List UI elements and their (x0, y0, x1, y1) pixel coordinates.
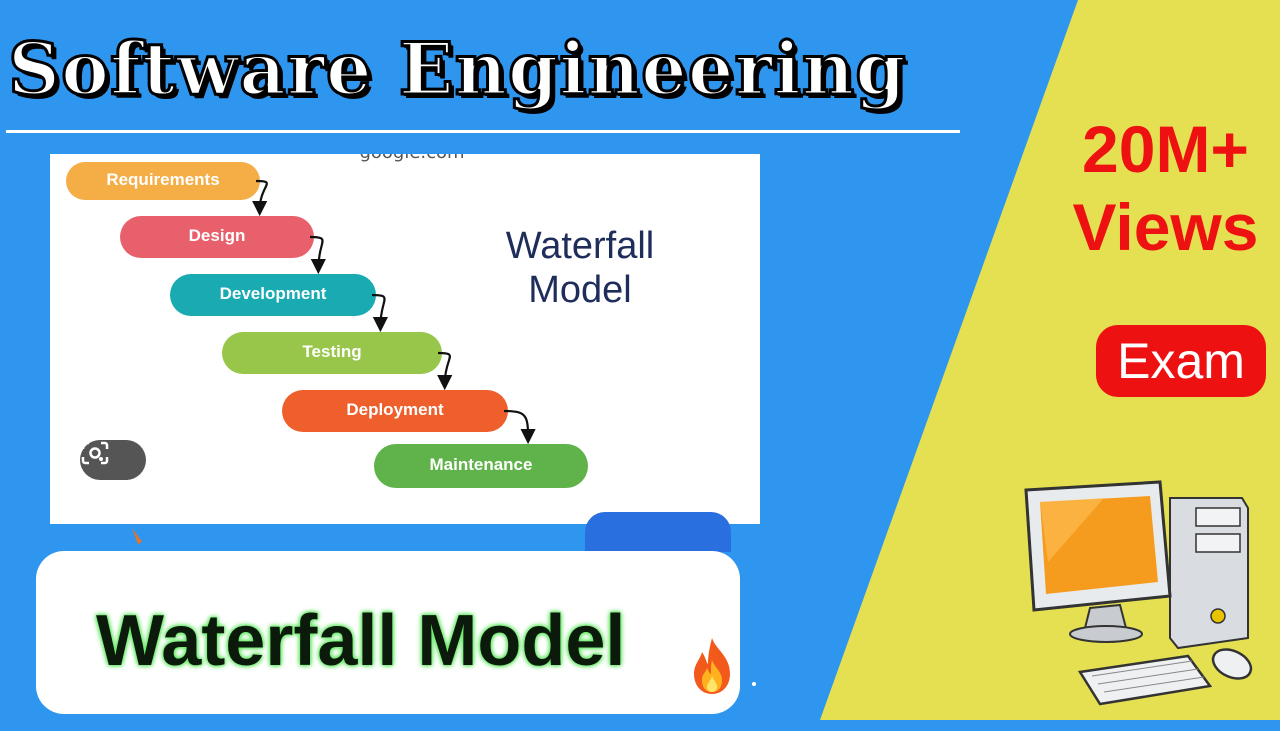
diagram-canvas (66, 162, 588, 488)
step-label-1: Design (188, 226, 246, 245)
step-arrow-0 (251, 179, 268, 217)
views-count: 20M+ (1082, 112, 1249, 186)
computer-icon (1024, 480, 1253, 706)
step-pill-3 (222, 332, 442, 374)
step-label-3: Testing (302, 342, 362, 361)
step-arrow-3 (437, 351, 453, 391)
step-label-5: Maintenance (429, 455, 533, 474)
partial-button (585, 512, 731, 552)
diagram-title-line2: Model (528, 269, 632, 311)
step-pill-5 (374, 444, 588, 488)
step-label-4: Deployment (346, 400, 444, 419)
caption-box: Waterfall Model (36, 551, 740, 714)
diagram-title-line1: Waterfall (505, 225, 655, 267)
source-text: google.com (342, 154, 482, 163)
diagram-title: Waterfall Model (430, 224, 730, 312)
exam-badge: Exam (1096, 325, 1266, 397)
caption-text: Waterfall Model (96, 601, 626, 681)
step-label-0: Requirements (106, 170, 220, 189)
views-badge: 20M+ Views (1058, 110, 1273, 266)
step-pill-4 (282, 390, 508, 432)
step-pill-1 (120, 216, 314, 258)
views-label: Views (1072, 190, 1259, 264)
title-underline (6, 130, 960, 133)
lens-button[interactable] (80, 440, 146, 480)
step-pill-0 (66, 162, 260, 200)
dot-mark (752, 682, 756, 686)
step-arrow-2 (371, 293, 389, 333)
step-pill-2 (170, 274, 376, 316)
step-arrow-1 (309, 235, 327, 275)
lens-icon (81, 441, 109, 465)
step-label-2: Development (219, 284, 327, 303)
page-title: Software Engineering (7, 25, 908, 113)
waterfall-diagram: google.com Waterfall Model RequirementsD… (50, 154, 760, 524)
step-arrow-4 (503, 409, 536, 445)
fire-icon (694, 638, 730, 694)
